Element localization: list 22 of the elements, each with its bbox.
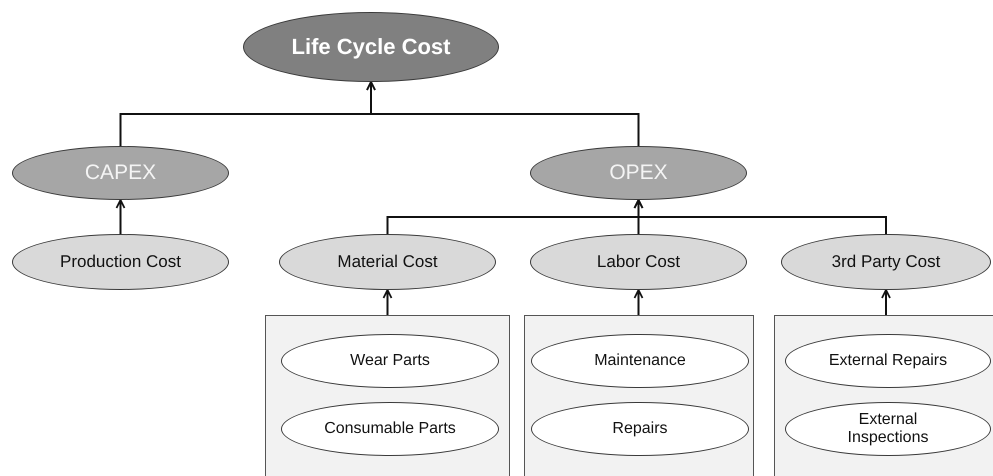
- node-label: Life Cycle Cost: [292, 34, 450, 60]
- node-label: Maintenance: [594, 352, 686, 370]
- arrow: [634, 289, 644, 315]
- node-label: Labor Cost: [596, 252, 680, 272]
- arrow: [382, 289, 392, 315]
- node-label: 3rd Party Cost: [832, 252, 940, 272]
- node-label: Repairs: [612, 420, 668, 438]
- group-box: [774, 315, 993, 476]
- node-label: Consumable Parts: [324, 420, 456, 438]
- arrow: [634, 199, 887, 234]
- node-label: Material Cost: [337, 252, 438, 272]
- node-label: Production Cost: [60, 252, 181, 272]
- arrow: [366, 81, 640, 146]
- group-box: [265, 315, 510, 476]
- node-label: Wear Parts: [350, 352, 430, 370]
- node-label: CAPEX: [84, 160, 156, 186]
- arrow: [116, 199, 126, 234]
- arrow: [881, 289, 891, 315]
- group-box: [524, 315, 754, 476]
- node-label: OPEX: [609, 160, 668, 186]
- node-label: External Inspections: [846, 410, 930, 448]
- node-label: External Repairs: [828, 352, 948, 370]
